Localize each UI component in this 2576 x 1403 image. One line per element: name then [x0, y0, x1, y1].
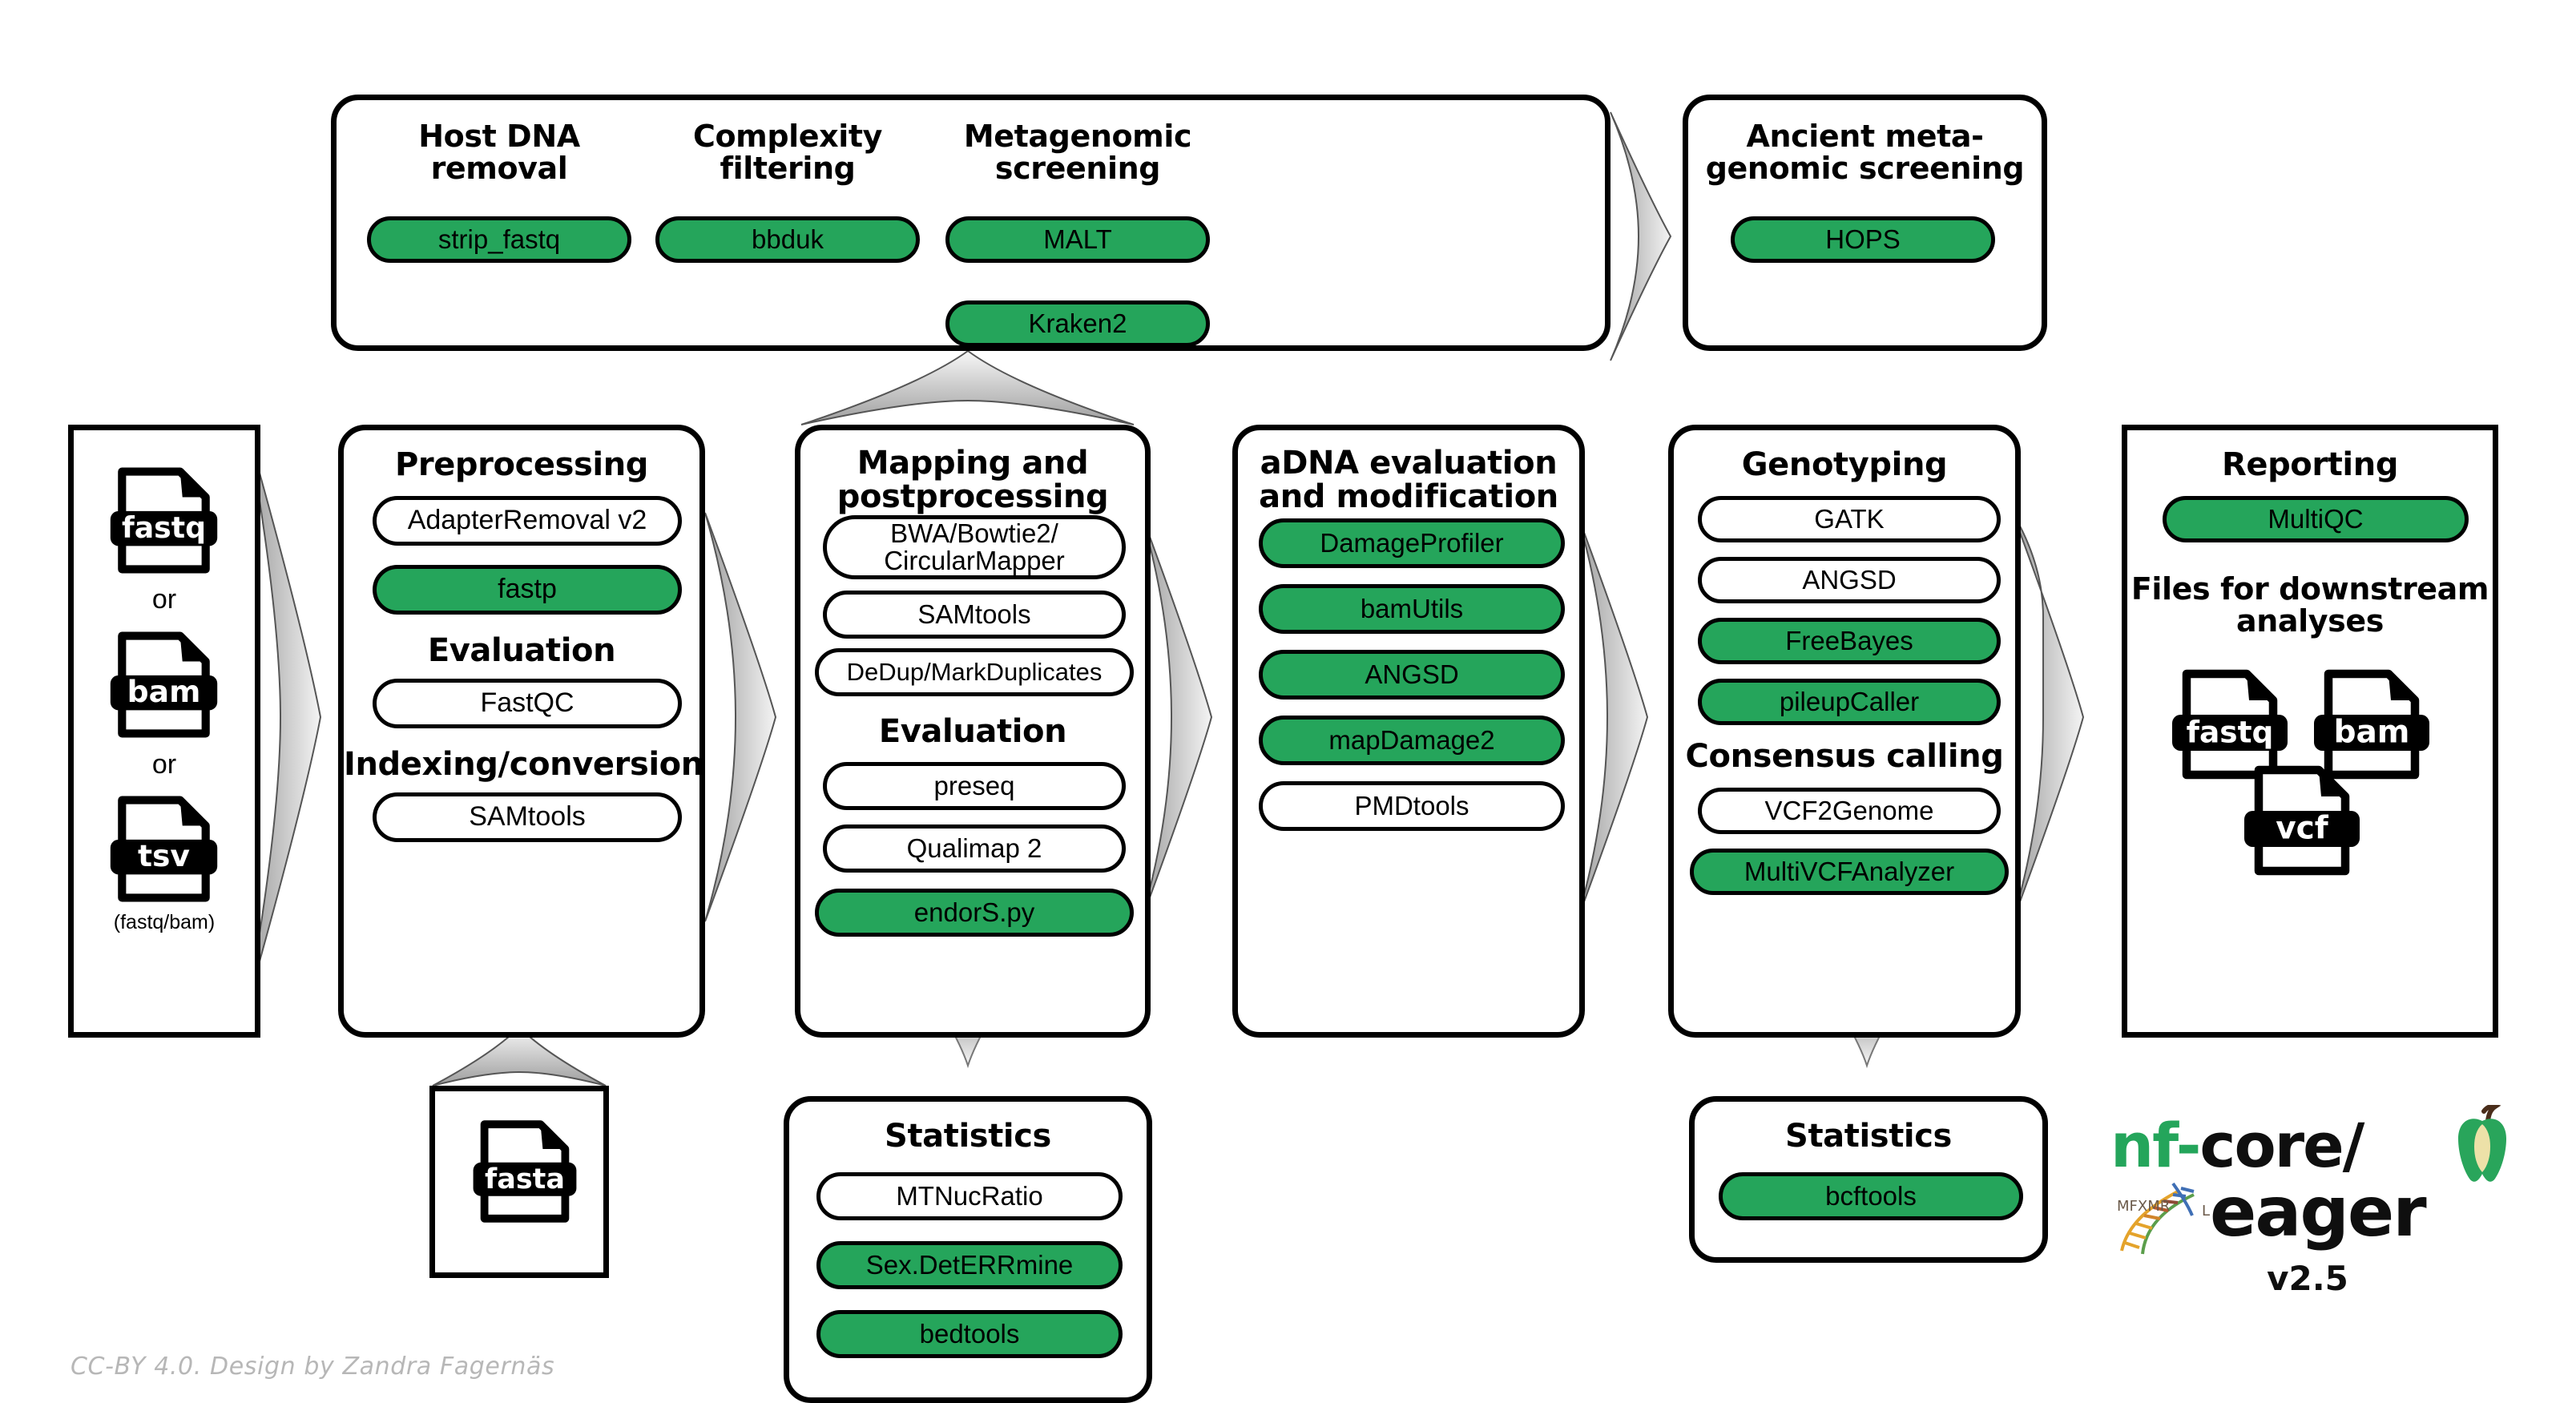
- tool-angsd-genotyping[interactable]: ANGSD: [1698, 557, 2001, 603]
- tool-gatk[interactable]: GATK: [1698, 496, 2001, 542]
- logo-nf-text: nf-: [2110, 1110, 2201, 1181]
- tsv-file-icon: tsv: [106, 791, 222, 907]
- tool-bcftools[interactable]: bcftools: [1719, 1172, 2023, 1220]
- reference-fasta-box: fasta: [429, 1086, 609, 1278]
- tool-dedup-markduplicates[interactable]: DeDup/MarkDuplicates: [815, 648, 1134, 696]
- adna-title: aDNA evaluation and modification: [1259, 445, 1558, 516]
- arrow-preprocessing-to-mapping: [704, 512, 777, 922]
- tool-bwa-bowtie2-circularmapper[interactable]: BWA/Bowtie2/ CircularMapper: [823, 515, 1126, 579]
- tool-multivcfanalyzer[interactable]: MultiVCFAnalyzer: [1690, 849, 2009, 895]
- reporting-vcf-file-icon: vcf: [2238, 760, 2366, 881]
- arrow-genotyping-to-reporting: [2012, 512, 2085, 922]
- reporting-bam-file-icon: bam: [2308, 664, 2436, 784]
- fasta-file-icon: fasta: [469, 1115, 581, 1228]
- tool-bamutils[interactable]: bamUtils: [1259, 584, 1565, 634]
- input-files-box: fastq or bam or tsv (fastq/bam): [68, 425, 260, 1038]
- tool-kraken2[interactable]: Kraken2: [945, 300, 1210, 347]
- svg-text:bam: bam: [2334, 715, 2410, 751]
- host-dna-removal-title: Host DNA removal: [418, 119, 580, 187]
- tsv-note-label: (fastq/bam): [113, 911, 216, 933]
- tool-samtools-preprocessing[interactable]: SAMtools: [373, 792, 682, 842]
- svg-text:vcf: vcf: [2276, 811, 2329, 847]
- tool-endors-py[interactable]: endorS.py: [815, 889, 1134, 937]
- tool-mtnucratio[interactable]: MTNucRatio: [816, 1172, 1123, 1220]
- tool-fastp[interactable]: fastp: [373, 565, 682, 615]
- logo-row-nf-core: nf-core/: [2110, 1110, 2364, 1181]
- metagenomic-screening-title: Metagenomic screening: [963, 119, 1192, 187]
- logo-core-text: core/: [2199, 1110, 2364, 1181]
- genotyping-box: Genotyping GATK ANGSD FreeBayes pileupCa…: [1668, 425, 2021, 1038]
- mapping-title: Mapping and postprocessing: [836, 445, 1109, 516]
- consensus-calling-head: Consensus calling: [1685, 738, 2004, 775]
- input-or-label-2: or: [151, 749, 177, 780]
- logo-row-eager: eager: [2210, 1172, 2427, 1252]
- tool-adapterremoval[interactable]: AdapterRemoval v2: [373, 496, 682, 546]
- reporting-title: Reporting: [2221, 446, 2399, 483]
- tool-hops[interactable]: HOPS: [1731, 216, 1995, 263]
- tool-vcf2genome[interactable]: VCF2Genome: [1698, 788, 2001, 834]
- tool-damageprofiler[interactable]: DamageProfiler: [1259, 518, 1565, 568]
- svg-text:fastq: fastq: [122, 510, 206, 545]
- svg-text:fastq: fastq: [2187, 715, 2274, 750]
- downstream-files-head: Files for downstream analyses: [2131, 571, 2489, 639]
- svg-text:tsv: tsv: [138, 838, 190, 873]
- svg-text:fasta: fasta: [485, 1163, 565, 1195]
- ancient-screening-title: Ancient meta- genomic screening: [1705, 119, 2025, 187]
- svg-text:bam: bam: [127, 674, 201, 709]
- preprocessing-evaluation-head: Evaluation: [427, 632, 616, 669]
- logo-eager-text: eager: [2210, 1172, 2427, 1252]
- metagenomics-panel: Host DNA removal strip_fastq Complexity …: [331, 95, 1611, 351]
- tool-bbduk[interactable]: bbduk: [655, 216, 920, 263]
- preprocessing-indexing-head: Indexing/conversion: [344, 746, 703, 783]
- svg-text:L: L: [2202, 1203, 2210, 1220]
- reporting-fastq-file-icon: fastq: [2166, 664, 2294, 784]
- tool-pmdtools[interactable]: PMDtools: [1259, 781, 1565, 831]
- tool-qualimap2[interactable]: Qualimap 2: [823, 824, 1126, 873]
- tool-sex-determine[interactable]: Sex.DetERRmine: [816, 1241, 1123, 1289]
- credit-text: CC-BY 4.0. Design by Zandra Fagernäs: [71, 1353, 555, 1381]
- tool-samtools-mapping[interactable]: SAMtools: [823, 591, 1126, 639]
- complexity-filtering-title: Complexity filtering: [692, 119, 883, 187]
- statistics-mid-box: Statistics MTNucRatio Sex.DetERRmine bed…: [784, 1096, 1152, 1403]
- tool-pileupcaller[interactable]: pileupCaller: [1698, 679, 2001, 725]
- apple-core-icon: [2458, 1105, 2506, 1182]
- dna-helix-icon: MFXMR L: [2117, 1182, 2210, 1255]
- tool-mapdamage2[interactable]: mapDamage2: [1259, 716, 1565, 765]
- adna-box: aDNA evaluation and modification DamageP…: [1232, 425, 1585, 1038]
- statistics-right-title: Statistics: [1785, 1118, 1952, 1155]
- svg-text:MFXMR: MFXMR: [2117, 1198, 2170, 1215]
- tool-multiqc[interactable]: MultiQC: [2163, 496, 2469, 542]
- nf-core-eager-logo: nf-core/ eager MFXMR L v2.5: [2107, 1105, 2524, 1350]
- tool-fastqc[interactable]: FastQC: [373, 679, 682, 728]
- mapping-evaluation-head: Evaluation: [878, 713, 1067, 750]
- ancient-screening-box: Ancient meta- genomic screening HOPS: [1683, 95, 2047, 351]
- mapping-box: Mapping and postprocessing BWA/Bowtie2/ …: [795, 425, 1151, 1038]
- tool-strip-fastq[interactable]: strip_fastq: [367, 216, 631, 263]
- bam-file-icon: bam: [106, 627, 222, 743]
- arrow-mapping-to-metagenomics: [800, 349, 1135, 425]
- arrow-adna-to-genotyping: [1576, 512, 1649, 922]
- statistics-right-box: Statistics bcftools: [1689, 1096, 2048, 1263]
- tool-angsd-adna[interactable]: ANGSD: [1259, 650, 1565, 699]
- logo-version-text: v2.5: [2267, 1259, 2348, 1298]
- input-or-label-1: or: [151, 584, 177, 615]
- preprocessing-box: Preprocessing AdapterRemoval v2 fastp Ev…: [338, 425, 705, 1038]
- fastq-file-icon: fastq: [106, 462, 222, 579]
- tool-malt[interactable]: MALT: [945, 216, 1210, 263]
- statistics-mid-title: Statistics: [885, 1118, 1051, 1155]
- tool-preseq[interactable]: preseq: [823, 762, 1126, 810]
- tool-freebayes[interactable]: FreeBayes: [1698, 618, 2001, 664]
- genotyping-title: Genotyping: [1741, 446, 1948, 483]
- reporting-box: Reporting MultiQC Files for downstream a…: [2122, 425, 2498, 1038]
- tool-bedtools[interactable]: bedtools: [816, 1310, 1123, 1358]
- arrow-mapping-to-adna: [1140, 512, 1213, 922]
- preprocessing-title: Preprocessing: [394, 446, 649, 483]
- arrow-metagenomics-to-ancient: [1610, 111, 1672, 361]
